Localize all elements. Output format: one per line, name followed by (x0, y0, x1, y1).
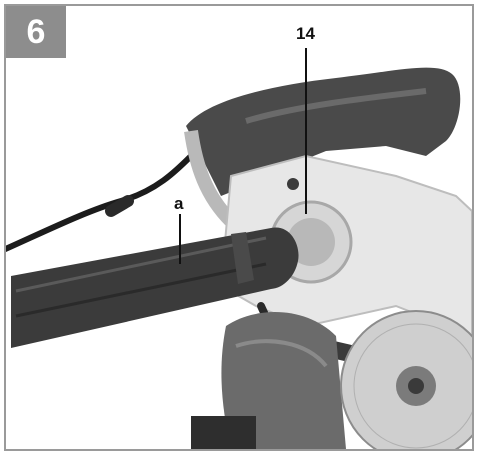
lower-guard (221, 312, 346, 449)
callout-label-a: a (174, 194, 184, 213)
figure-number: 6 (6, 6, 66, 58)
leader-line-a (179, 214, 181, 264)
callout-label-14: 14 (296, 24, 315, 43)
figure-frame: 6 14 a (4, 4, 474, 451)
leader-line-14 (305, 48, 307, 214)
saw-photo (6, 6, 472, 449)
saw-handle (186, 67, 461, 196)
